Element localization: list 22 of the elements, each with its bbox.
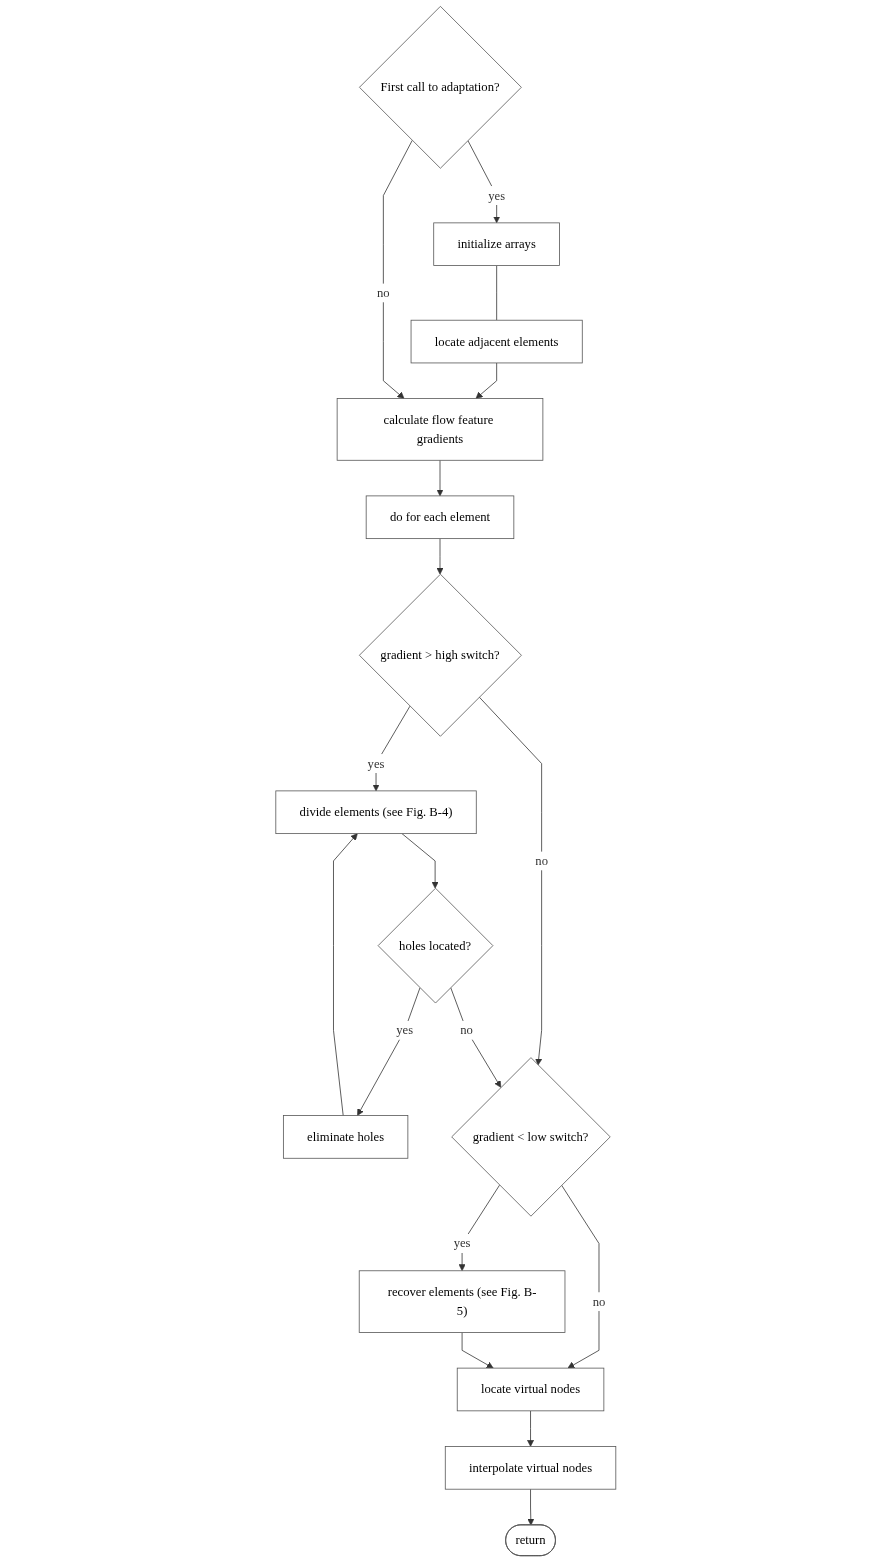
node-diamond: gradient > high switch?	[359, 573, 522, 737]
node-diamond: First call to adaptation?	[359, 5, 522, 169]
edge-label: yes	[488, 188, 506, 202]
node-box: eliminate holes	[283, 1115, 409, 1159]
edge-label: yes	[367, 756, 385, 770]
edge-label: yes	[453, 1236, 471, 1250]
edge-label: no	[460, 1023, 474, 1037]
node-diamond: holes located?	[377, 887, 494, 1004]
node-box: calculate flow feature gradients	[336, 398, 544, 461]
node-box: recover elements (see Fig. B-5)	[359, 1270, 566, 1333]
node-box: locate adjacent elements	[410, 319, 583, 364]
edge-label: no	[592, 1294, 606, 1308]
node-box: do for each element	[365, 495, 515, 539]
node-box: divide elements (see Fig. B-4)	[275, 790, 477, 834]
edge-label: no	[377, 285, 390, 300]
edge-label: yes	[396, 1023, 414, 1037]
connector	[496, 265, 498, 321]
edge-label: no	[535, 853, 549, 868]
node-diamond: gradient < low switch?	[451, 1057, 611, 1217]
node-box: interpolate virtual nodes	[445, 1446, 617, 1490]
node-box: initialize arrays	[433, 222, 561, 266]
node-box: locate virtual nodes	[457, 1367, 605, 1412]
